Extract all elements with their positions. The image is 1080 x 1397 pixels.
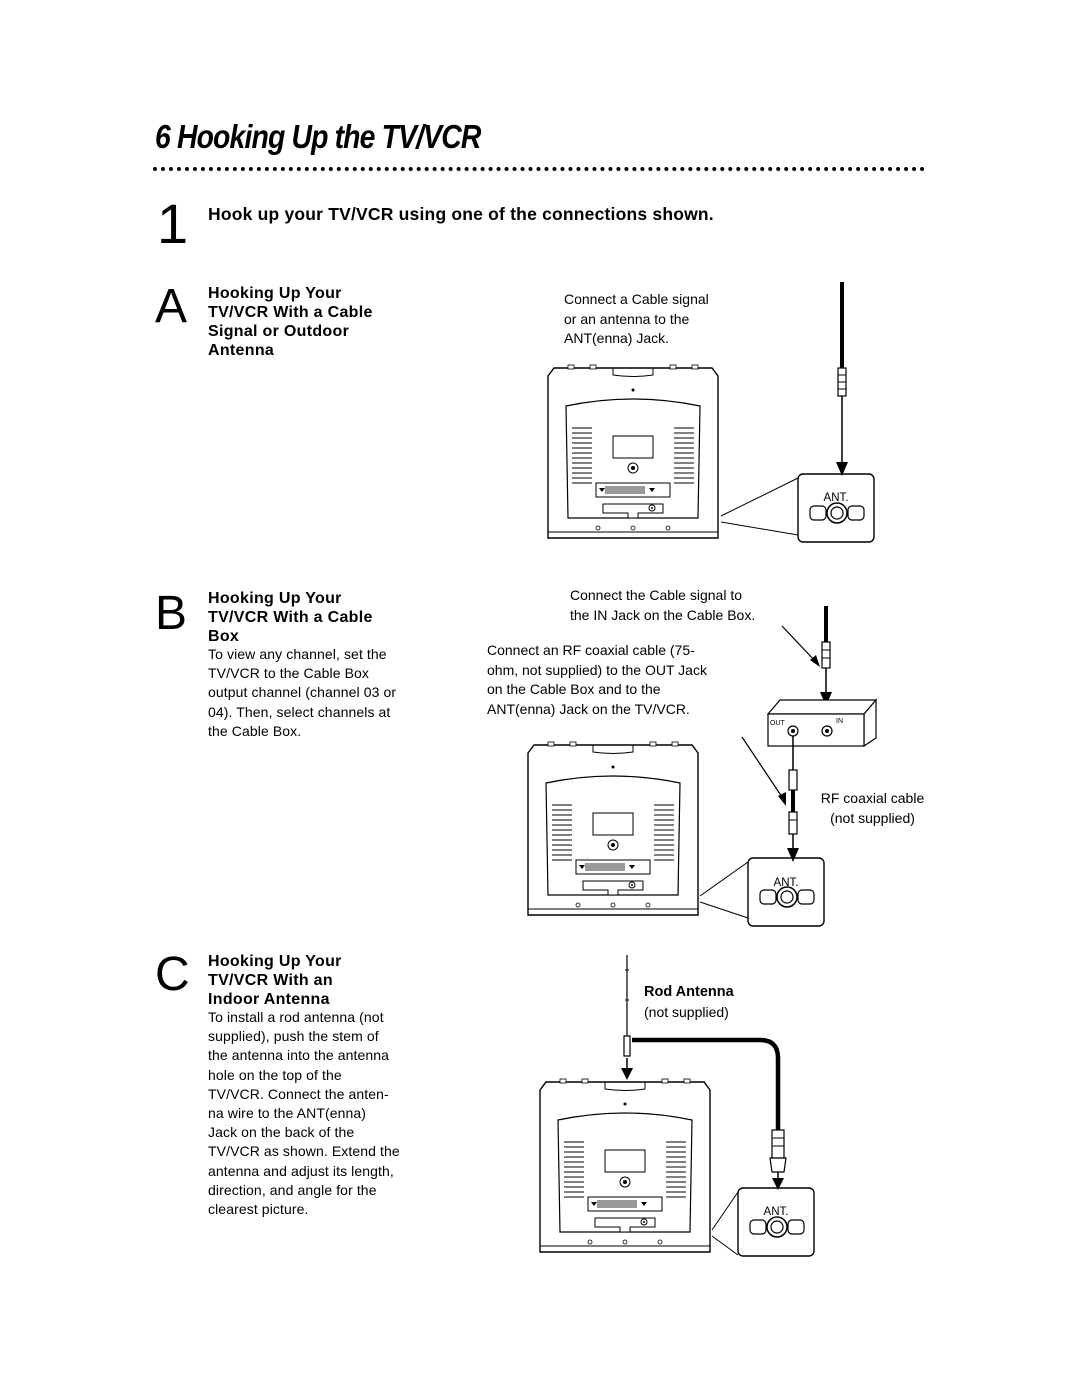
- body-line: the Cable Box.: [208, 722, 302, 739]
- body-line: 04). Then, select channels at: [208, 703, 391, 720]
- ant-label-c: ANT.: [764, 1206, 789, 1218]
- section-c-heading-line: Indoor Antenna: [208, 991, 330, 1008]
- section-a-heading: Hooking Up Your TV/VCR With a Cable Sign…: [208, 284, 373, 360]
- section-b-letter: B: [155, 587, 188, 640]
- step-number: 1: [157, 192, 189, 255]
- dotted-divider: [153, 167, 925, 171]
- section-b-heading-line: Hooking Up Your: [208, 590, 342, 607]
- body-line: the antenna into the antenna: [208, 1047, 390, 1064]
- caption-line: ANT(enna) Jack on the TV/VCR.: [487, 700, 690, 717]
- body-line: TV/VCR to the Cable Box: [208, 665, 370, 682]
- caption-line: the IN Jack on the Cable Box.: [570, 606, 756, 623]
- section-c-heading: Hooking Up Your TV/VCR With an Indoor An…: [208, 952, 342, 1009]
- caption-line: ANT(enna) Jack.: [564, 330, 670, 346]
- caption-line: Connect the Cable signal to: [570, 587, 742, 603]
- rf-cable-label: RF coaxial cable (not supplied): [815, 789, 930, 828]
- caption-line: or an antenna to the: [564, 310, 690, 327]
- section-b-caption-top: Connect the Cable signal to the IN Jack …: [570, 586, 755, 625]
- box-in-label: IN: [836, 718, 843, 725]
- rod-antenna-sub: (not supplied): [644, 1004, 729, 1020]
- body-line: clearest picture.: [208, 1201, 309, 1218]
- caption-line: ohm, not supplied) to the OUT Jack: [487, 661, 707, 678]
- body-line: To view any channel, set the: [208, 646, 387, 662]
- page-title: 6 Hooking Up the TV/VCR: [155, 118, 481, 155]
- body-line: hole on the top of the: [208, 1066, 342, 1083]
- section-a-heading-line: Antenna: [208, 342, 275, 359]
- caption-line: Connect a Cable signal: [564, 291, 709, 307]
- caption-line: (not supplied): [830, 809, 915, 826]
- section-c-letter: C: [155, 948, 190, 1001]
- step-instruction: Hook up your TV/VCR using one of the con…: [208, 204, 714, 224]
- body-line: output channel (channel 03 or: [208, 684, 397, 701]
- section-a-letter: A: [155, 280, 188, 333]
- body-line: supplied), push the stem of: [208, 1028, 379, 1045]
- body-line: Jack on the back of the: [208, 1124, 355, 1141]
- box-out-label: OUT: [770, 720, 786, 727]
- section-a-heading-line: Hooking Up Your: [208, 285, 342, 302]
- body-line: antenna and adjust its length,: [208, 1162, 394, 1179]
- caption-line: RF coaxial cable: [820, 790, 925, 806]
- caption-line: Connect an RF coaxial cable (75-: [487, 642, 695, 658]
- body-line: TV/VCR. Connect the anten-: [208, 1085, 389, 1102]
- rod-antenna-title: Rod Antenna: [644, 984, 734, 1000]
- section-b-heading-line: Box: [208, 628, 240, 645]
- ant-label-a: ANT.: [824, 492, 849, 504]
- section-b-heading-line: TV/VCR With a Cable: [208, 609, 373, 626]
- body-line: na wire to the ANT(enna): [208, 1105, 367, 1122]
- body-line: To install a rod antenna (not: [208, 1009, 384, 1025]
- section-b-heading: Hooking Up Your TV/VCR With a Cable Box: [208, 589, 373, 646]
- section-a-heading-line: Signal or Outdoor: [208, 323, 350, 340]
- ant-label-b: ANT.: [774, 877, 799, 889]
- section-a-heading-line: TV/VCR With a Cable: [208, 304, 373, 321]
- section-b-body: To view any channel, set the TV/VCR to t…: [208, 645, 396, 741]
- caption-line: on the Cable Box and to the: [487, 681, 661, 697]
- section-c-heading-line: TV/VCR With an: [208, 972, 333, 989]
- section-c-body: To install a rod antenna (not supplied),…: [208, 1008, 400, 1219]
- section-a-caption: Connect a Cable signal or an antenna to …: [564, 290, 709, 349]
- section-b-caption-mid: Connect an RF coaxial cable (75- ohm, no…: [487, 641, 707, 719]
- body-line: direction, and angle for the: [208, 1181, 377, 1198]
- section-c-heading-line: Hooking Up Your: [208, 953, 342, 970]
- body-line: TV/VCR as shown. Extend the: [208, 1143, 400, 1160]
